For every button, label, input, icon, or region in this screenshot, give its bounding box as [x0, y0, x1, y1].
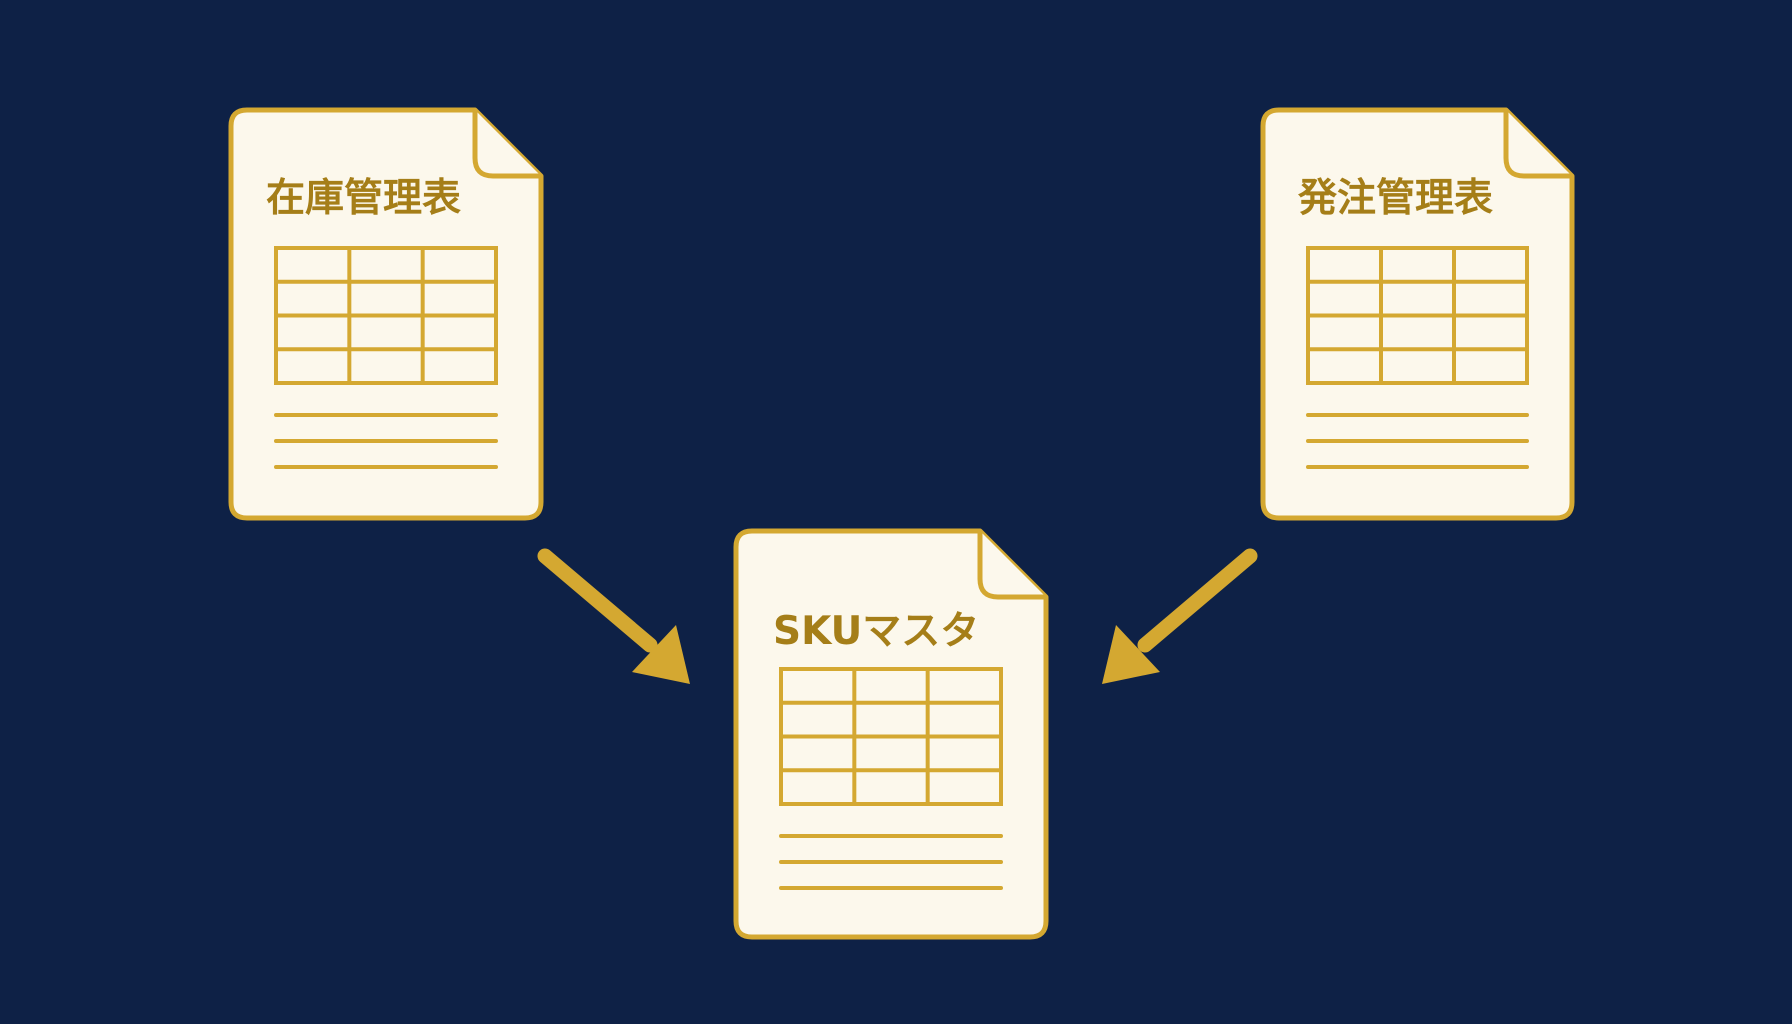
arrow-inventory-to-sku: [537, 548, 690, 684]
arrow-icon: [1137, 548, 1258, 653]
arrow-orders-to-sku: [1102, 548, 1258, 684]
document-title-inventory: 在庫管理表: [266, 176, 461, 221]
spreadsheet-document-icon: [228, 107, 544, 521]
arrow-head-icon: [632, 625, 690, 684]
document-sku-master: SKUマスタ: [733, 528, 1049, 940]
spreadsheet-document-icon: [1260, 107, 1575, 521]
document-title-orders: 発注管理表: [1298, 176, 1493, 221]
folded-corner: [977, 531, 1046, 600]
folded-corner: [1503, 110, 1572, 179]
folded-corner: [472, 110, 541, 179]
document-orders: 発注管理表: [1260, 107, 1575, 521]
spreadsheet-document-icon: [733, 528, 1049, 940]
document-inventory: 在庫管理表: [228, 107, 544, 521]
arrow-head-icon: [1102, 625, 1160, 684]
arrow-icon: [537, 548, 658, 653]
document-title-sku-master: SKUマスタ: [773, 609, 979, 654]
